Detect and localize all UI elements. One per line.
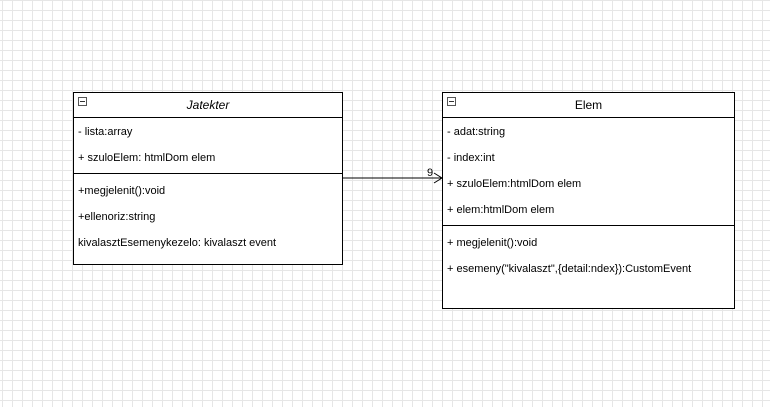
class-jatekter-header[interactable]: Jatekter <box>74 93 342 118</box>
attribute-row[interactable]: + elem:htmlDom elem <box>447 204 555 216</box>
method-row[interactable]: kivalasztEsemenykezelo: kivalaszt event <box>78 237 277 249</box>
collapse-icon[interactable] <box>78 97 87 106</box>
attribute-row[interactable]: - lista:array <box>78 126 133 138</box>
class-jatekter-title: Jatekter <box>186 98 230 112</box>
method-row[interactable]: + esemeny("kivalaszt",{detail:ndex}):Cus… <box>447 263 692 275</box>
attribute-row[interactable]: - adat:string <box>447 126 506 138</box>
class-jatekter-methods: +megjelenit():void +ellenoriz:string kiv… <box>74 174 342 256</box>
association-multiplicity: 9 <box>427 167 434 179</box>
open-arrow-head <box>433 172 443 184</box>
method-row[interactable]: +megjelenit():void <box>78 185 166 197</box>
class-jatekter[interactable]: Jatekter - lista:array + szuloElem: html… <box>73 92 343 265</box>
method-row[interactable]: +ellenoriz:string <box>78 211 156 223</box>
class-elem-title: Elem <box>574 98 603 112</box>
attribute-row[interactable]: + szuloElem: htmlDom elem <box>78 152 216 164</box>
class-elem-header[interactable]: Elem <box>443 93 734 118</box>
class-elem-methods: + megjelenit():void + esemeny("kivalaszt… <box>443 226 734 282</box>
attribute-row[interactable]: - index:int <box>447 152 495 164</box>
collapse-icon[interactable] <box>447 97 456 106</box>
class-elem[interactable]: Elem - adat:string - index:int + szuloEl… <box>442 92 735 309</box>
class-elem-attributes: - adat:string - index:int + szuloElem:ht… <box>443 118 734 226</box>
attribute-row[interactable]: + szuloElem:htmlDom elem <box>447 178 582 190</box>
method-row[interactable]: + megjelenit():void <box>447 237 538 249</box>
class-jatekter-attributes: - lista:array + szuloElem: htmlDom elem <box>74 118 342 174</box>
